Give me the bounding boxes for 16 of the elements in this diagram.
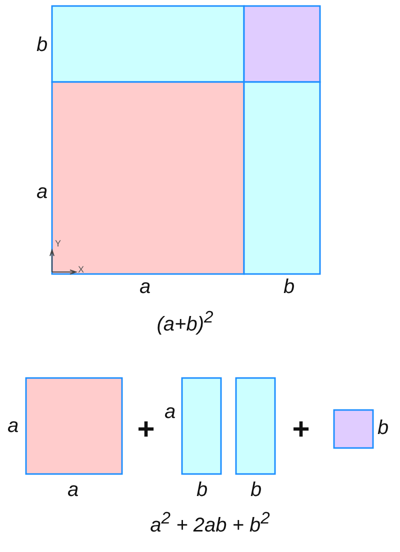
side-label: a: [139, 277, 151, 297]
axis-label: Y: [55, 240, 61, 248]
plus-sign: +: [137, 415, 155, 445]
axis-label: X: [78, 266, 84, 274]
side-label: a: [7, 416, 19, 436]
side-label: b: [283, 277, 295, 297]
side-label: a: [164, 402, 176, 422]
side-label: a: [67, 480, 79, 500]
plus-sign: +: [292, 415, 310, 445]
formula-label: (a+b)$^{2}$: [156, 310, 214, 334]
side-label: b: [196, 480, 208, 500]
side-label: b: [377, 418, 389, 438]
side-label: a: [36, 182, 48, 202]
side-label: b: [250, 480, 262, 500]
side-label: b: [36, 35, 48, 55]
formula-label: a$^{2}$ + 2ab + b$^{2}$: [150, 510, 270, 536]
